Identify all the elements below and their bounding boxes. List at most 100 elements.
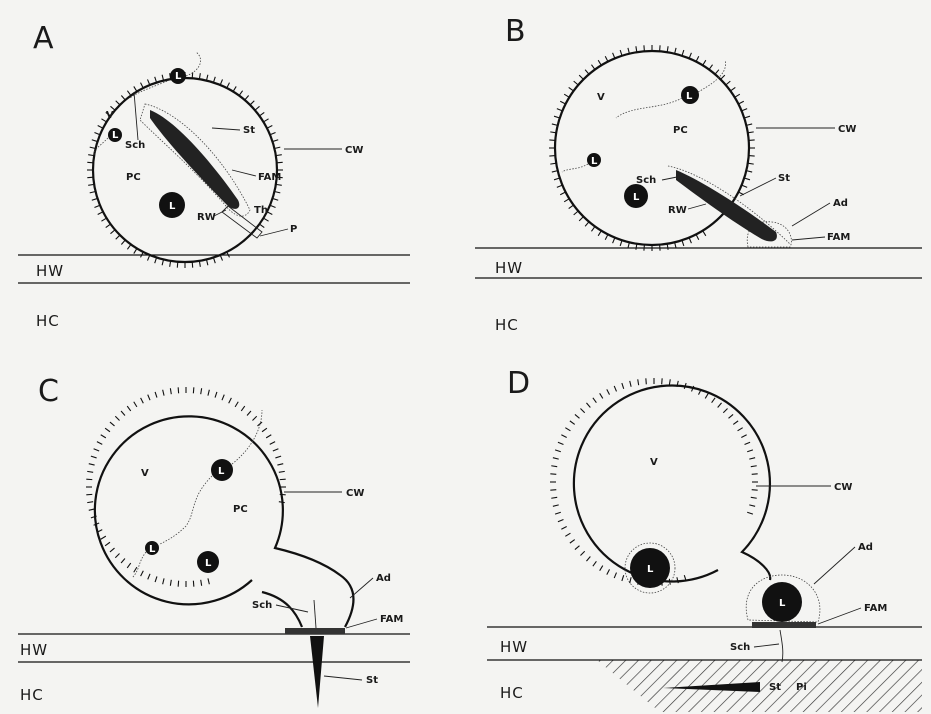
panel-b-fam-leader [792, 237, 825, 240]
cell-wall-spine [272, 140, 278, 142]
cell-wall-spine [98, 126, 103, 129]
panel-a-n2: L [112, 130, 119, 141]
panel-d-ad: Ad [858, 542, 873, 553]
panel-b-ad-leader [792, 203, 830, 226]
cell-wall-spine [170, 388, 171, 394]
cell-wall-spine [742, 185, 748, 187]
cell-wall-spine [206, 75, 207, 81]
cell-wall-spine [134, 86, 137, 91]
cell-wall-spine [229, 398, 232, 403]
cell-wall-spine [252, 416, 256, 420]
panel-a-strand-1 [186, 52, 201, 76]
panel-d-v: V [650, 457, 658, 468]
cell-wall-spine [206, 259, 207, 265]
cell-wall-spine [605, 56, 608, 61]
cell-wall-spine [560, 101, 565, 104]
cell-wall-spine [575, 546, 580, 550]
cell-wall-spine [92, 198, 98, 200]
cell-wall-spine [94, 449, 100, 451]
cell-wall-spine [92, 140, 98, 142]
panel-c-ad: Ad [376, 573, 391, 584]
panel-a-cell-wall [93, 78, 277, 262]
cell-wall-spine [220, 79, 222, 85]
cell-wall-spine [738, 101, 743, 104]
cell-wall-spine [746, 124, 752, 125]
cell-wall-spine [233, 86, 236, 91]
cell-wall-spine [557, 109, 563, 111]
cell-wall-spine [747, 450, 753, 452]
panel-d-cw: CW [834, 482, 852, 493]
panel-a-n1: L [175, 71, 182, 82]
cell-wall-spine [735, 94, 740, 97]
cell-wall-spine [110, 548, 115, 552]
cell-wall-spine [127, 406, 131, 411]
cell-wall-spine [213, 77, 215, 83]
cell-wall-spine [155, 77, 157, 83]
cell-wall-spine [155, 576, 157, 582]
panel-b-cell-wall [555, 51, 749, 245]
cell-wall-spine [208, 578, 209, 584]
cell-wall-spine [585, 222, 589, 227]
panel-a-n3: L [169, 201, 176, 212]
cell-wall-spine [105, 542, 110, 546]
cell-wall-spine [279, 471, 285, 472]
cell-wall-spine [274, 191, 280, 192]
panel-b-rw-leader [688, 204, 706, 209]
panel-a-cell-wall-spines [87, 72, 283, 268]
cell-wall-spine [591, 226, 595, 231]
panel-d-ad-leader [814, 547, 855, 584]
cell-wall-spine [575, 414, 580, 418]
cell-wall-spine [586, 557, 590, 562]
cell-wall-spine [94, 132, 100, 134]
cell-wall-spine [751, 466, 757, 467]
cell-wall-spine [558, 442, 564, 444]
cell-wall-spine [267, 126, 272, 129]
cell-wall-spine [744, 116, 750, 118]
cell-wall-spine [551, 466, 557, 467]
cell-wall-spine [552, 171, 558, 172]
panel-c-st-leader [324, 676, 362, 680]
cell-wall-spine [90, 147, 96, 148]
cell-wall-spine [89, 509, 95, 510]
cell-wall-spine [669, 379, 670, 385]
panel-b-rw: RW [668, 205, 687, 216]
panel-c-fam-leader [346, 619, 377, 628]
panel-a-p: P [290, 224, 297, 235]
cell-wall-spine [718, 403, 722, 408]
panel-d-hc-label: HC [500, 684, 524, 702]
panel-c-n1: L [218, 466, 225, 477]
cell-wall-spine [675, 48, 676, 54]
cell-wall-spine [201, 580, 202, 586]
panel-c-stylet [310, 636, 324, 708]
cell-wall-spine [620, 240, 622, 246]
cell-wall-spine [741, 435, 746, 438]
cell-wall-spine [141, 398, 144, 403]
panel-c-sch: Sch [252, 600, 272, 611]
cell-wall-spine [259, 224, 264, 228]
cell-wall-spine [703, 60, 706, 65]
panel-d-st: St [769, 682, 781, 693]
cell-wall-spine [116, 101, 120, 105]
cell-wall-spine [247, 411, 251, 416]
panel-a-fam-leader [232, 170, 256, 176]
panel-c-hc-label: HC [20, 686, 44, 704]
cell-wall-spine [239, 91, 243, 96]
panel-a-v: V [106, 110, 114, 121]
cell-wall-spine [682, 50, 684, 56]
cell-wall-spine [745, 442, 751, 444]
cell-wall-spine [115, 553, 119, 557]
cell-wall-spine [564, 94, 569, 97]
cell-wall-spine [155, 257, 157, 263]
panel-d-fam: FAM [864, 603, 887, 614]
panel-b-cw: CW [838, 124, 856, 135]
panel-d: D HW HC L L V CW Ad FAM Sch St Pi [487, 366, 922, 712]
cell-wall-spine [127, 563, 131, 568]
cell-wall-spine [555, 512, 561, 514]
cell-wall-spine [553, 458, 559, 459]
cell-wall-spine [554, 178, 560, 180]
panel-d-pi: Pi [796, 682, 807, 693]
cell-wall-spine [561, 435, 566, 438]
cell-wall-spine [162, 259, 163, 265]
cell-wall-spine [579, 75, 583, 79]
cell-wall-spine [270, 205, 276, 207]
